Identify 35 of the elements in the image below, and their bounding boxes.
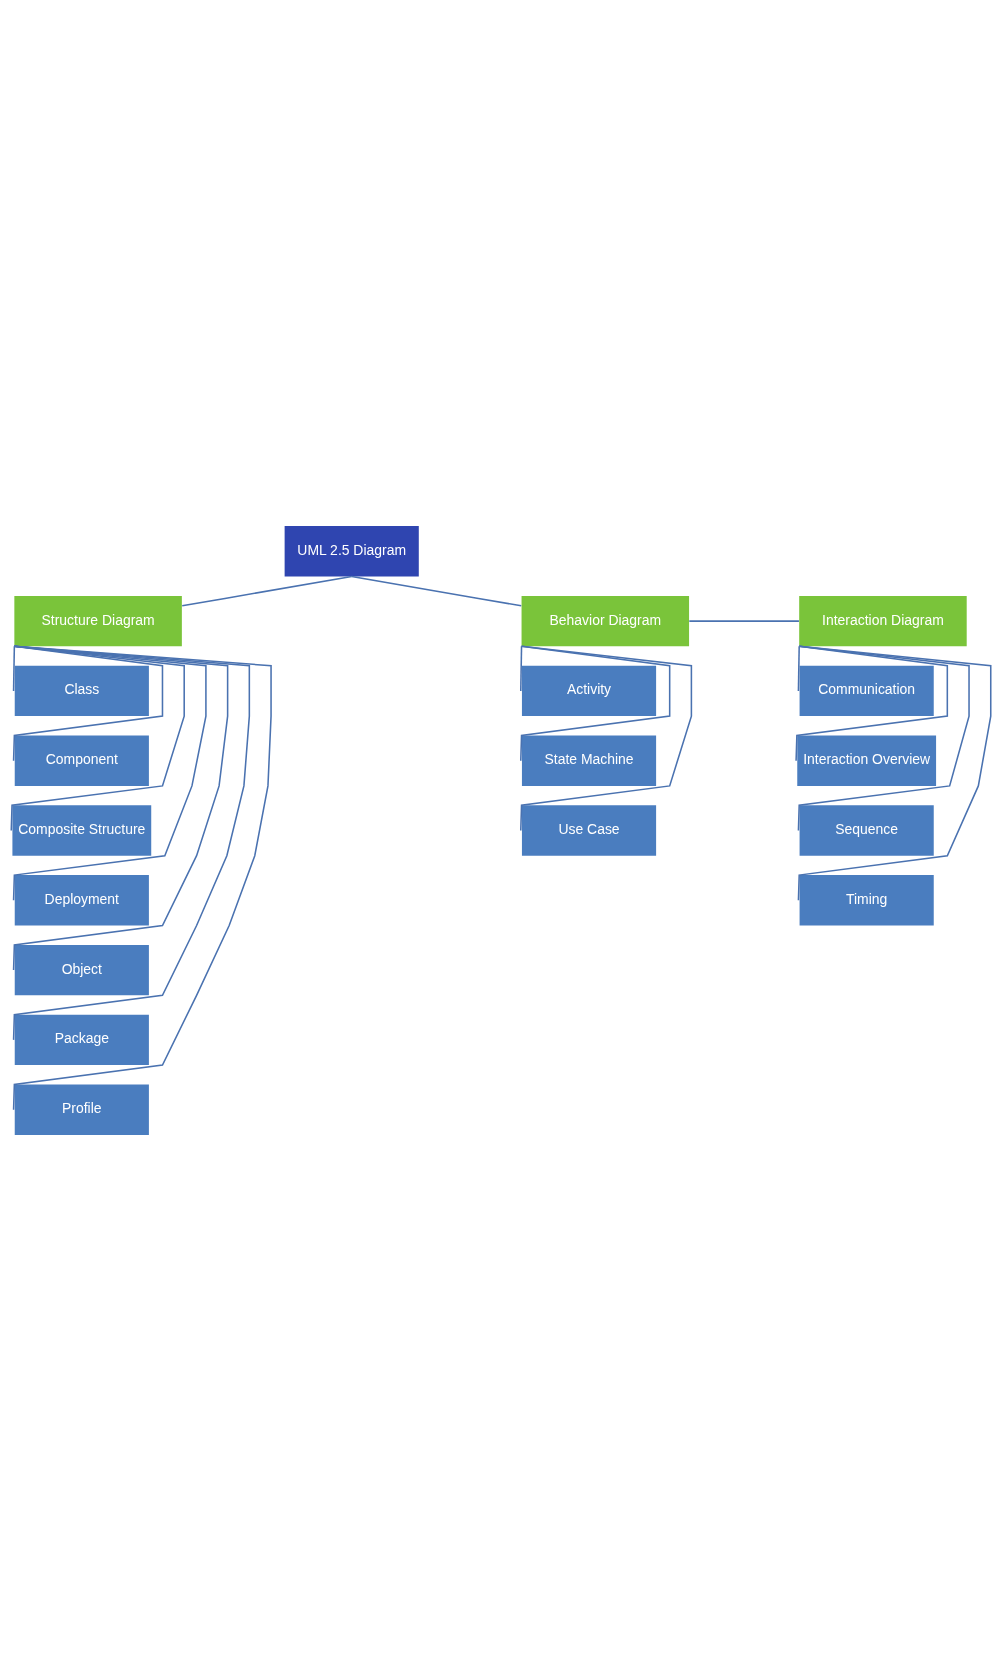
connector xyxy=(10,645,185,831)
node-box: Profile xyxy=(14,1084,149,1135)
node-box: Timing xyxy=(799,874,934,925)
connector xyxy=(688,619,800,622)
connector xyxy=(797,645,992,901)
connector xyxy=(520,645,523,692)
node-box: Interaction Diagram xyxy=(799,595,967,646)
node-box: Structure Diagram xyxy=(14,595,182,646)
connector xyxy=(181,575,353,607)
node-box: State Machine xyxy=(521,735,657,786)
connector xyxy=(520,645,671,761)
node-box: Behavior Diagram xyxy=(521,595,690,646)
node-box: Sequence xyxy=(799,804,934,856)
node-box: Use Case xyxy=(521,804,657,856)
node-box: Activity xyxy=(521,665,657,716)
node-box: Composite Structure xyxy=(12,804,152,856)
node-box: Component xyxy=(14,735,149,786)
connector xyxy=(12,645,207,901)
connector xyxy=(797,645,970,831)
node-box: Interaction Overview xyxy=(797,735,937,786)
connector xyxy=(12,645,251,1041)
connector xyxy=(12,645,164,761)
node-box: Object xyxy=(14,944,149,995)
node-box: Deployment xyxy=(14,874,149,925)
connector xyxy=(795,645,949,761)
connector xyxy=(12,645,16,692)
node-box: Package xyxy=(14,1014,149,1065)
node-box: UML 2.5 Diagram xyxy=(284,525,419,576)
connector xyxy=(520,645,693,831)
node-box: Communication xyxy=(799,665,934,716)
node-box: Class xyxy=(14,665,149,716)
connector xyxy=(12,645,229,971)
connector xyxy=(12,645,272,1110)
connector xyxy=(797,645,800,692)
connector xyxy=(350,575,522,607)
